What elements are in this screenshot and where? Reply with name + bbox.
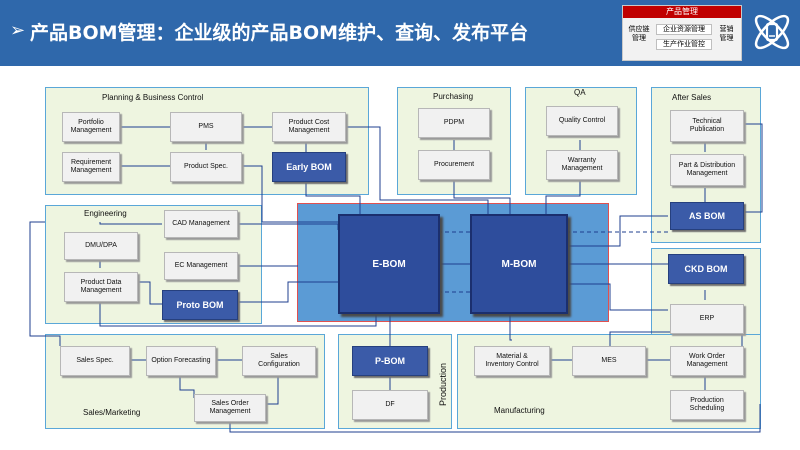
group-label-qa: QA [574,88,586,97]
cad-management-box: CAD Management [164,210,238,238]
p-bom-box: P-BOM [352,346,428,376]
early-bom-box: Early BOM [272,152,346,182]
quality-control-box: Quality Control [546,106,618,136]
work-order-management-box: Work Order Management [670,346,744,376]
technical-publication-box: Technical Publication [670,110,744,142]
mini-map-supply-chain: 供应链 管理 [628,25,650,42]
option-forecasting-box: Option Forecasting [146,346,216,376]
title-bullet-icon: ➢ [10,20,26,41]
m-bom-box: M-BOM [470,214,568,314]
connector-lines [29,123,763,433]
mini-map-marketing: 营销 管理 [719,25,734,42]
ec-management-box: EC Management [164,252,238,280]
product-map-thumbnail: 产品管理 供应链 管理 企业资源管理 生产作业管控 营销 管理 [622,5,742,61]
group-label-manufacturing: Manufacturing [494,406,545,415]
sales-configuration-box: Sales Configuration [242,346,316,376]
ckd-bom-box: CKD BOM [668,254,744,284]
material-inventory-control-box: Material & Inventory Control [474,346,550,376]
sales-order-management-box: Sales Order Management [194,394,266,422]
proto-bom-box: Proto BOM [162,290,238,320]
dmu-dpa-box: DMU/DPA [64,232,138,260]
atom-logo-icon [754,14,790,50]
product-spec-box: Product Spec. [170,152,242,182]
part-distribution-management-box: Part & Distribution Management [670,154,744,186]
group-label-purchasing: Purchasing [433,92,474,101]
pms-box: PMS [170,112,242,142]
header-bar: ➢ 产品BOM管理：企业级的产品BOM维护、查询、发布平台 产品管理 供应链 管… [0,0,800,66]
group-label-after-sales: After Sales [672,93,712,102]
production-scheduling-box: Production Scheduling [670,390,744,420]
as-bom-box: AS BOM [670,202,744,230]
product-data-management-box: Product Data Management [64,272,138,302]
portfolio-management-box: Portfolio Management [62,112,120,142]
procurement-box: Procurement [418,150,490,180]
group-label-sales: Sales/Marketing [83,408,141,417]
mini-map-title: 产品管理 [623,6,741,18]
erp-box: ERP [670,304,744,334]
mini-map-production-control: 生产作业管控 [656,39,712,50]
sales-spec-box: Sales Spec. [60,346,130,376]
pdpm-box: PDPM [418,108,490,138]
e-bom-box: E-BOM [338,214,440,314]
df-box: DF [352,390,428,420]
mini-map-erp: 企业资源管理 [656,24,712,35]
page-title: 产品BOM管理：企业级的产品BOM维护、查询、发布平台 [30,22,529,44]
requirement-management-box: Requirement Management [62,152,120,182]
group-label-planning: Planning & Business Control [102,93,204,102]
product-cost-management-box: Product Cost Management [272,112,346,142]
group-label-engineering: Engineering [84,209,127,218]
warranty-management-box: Warranty Management [546,150,618,180]
mes-box: MES [572,346,646,376]
